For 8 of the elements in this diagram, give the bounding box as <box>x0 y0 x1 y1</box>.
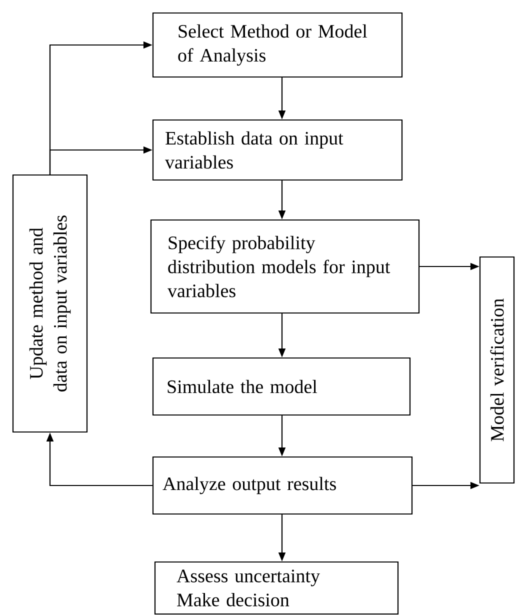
process-box: Assess uncertainty Make decision <box>154 561 399 615</box>
process-box: Select Method or Model of Analysis <box>152 12 403 78</box>
process-box: Specify probability distribution models for input variables <box>150 219 420 314</box>
process-box: Establish data on input variables <box>152 119 403 181</box>
process-box: Analyze output results <box>152 456 413 515</box>
verification-box: Model verification <box>479 256 515 484</box>
vertical-process-box: Update method and data on input variables <box>12 174 88 433</box>
process-box: Simulate the model <box>152 357 411 416</box>
